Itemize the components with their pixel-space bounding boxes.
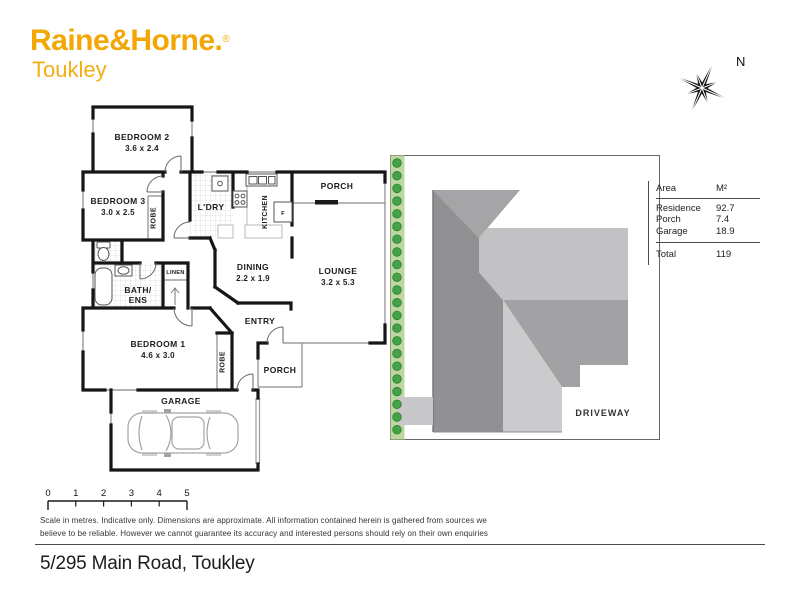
kitchen-counters — [217, 186, 283, 239]
room-label-kitchen: KITCHEN — [262, 195, 269, 229]
brand-text: Raine&Horne. — [30, 24, 223, 57]
unit-col-header: M² — [716, 183, 728, 194]
row-value-garage: 18.9 — [716, 225, 735, 237]
room-dims-bedroom2: 3.6 x 2.4 — [125, 144, 159, 153]
garage-door — [255, 398, 261, 464]
roof — [432, 190, 628, 433]
area-table-header: Area M² — [656, 183, 760, 199]
sliding-door — [315, 200, 338, 205]
fridge-space — [273, 201, 293, 223]
room-label-fridge: F — [281, 211, 285, 217]
room-dims-bedroom1: 4.6 x 3.0 — [141, 351, 175, 360]
laundry-tub-drain-icon — [217, 180, 223, 187]
office-name: Toukley — [32, 57, 107, 82]
scale-tick-2: 2 — [100, 488, 107, 499]
property-address: 5/295 Main Road, Toukley — [40, 553, 255, 574]
windows — [82, 118, 277, 425]
brand-name: Raine&Horne.® — [30, 26, 230, 56]
room-label-bedroom1: BEDROOM 1 — [130, 339, 185, 349]
driveway-label: DRIVEWAY — [575, 408, 630, 418]
area-table-body: Residence 92.7 Porch 7.4 Garage 18.9 — [656, 199, 760, 244]
thin-walls — [147, 172, 386, 390]
kitchen-fixtures — [211, 173, 293, 223]
registered-mark: ® — [222, 34, 230, 45]
divider — [35, 544, 765, 545]
room-label-dining: DINING — [237, 262, 269, 272]
scale-tick-1: 1 — [73, 488, 79, 499]
room-label-linen: LINEN — [166, 270, 184, 276]
room-label-robe3: ROBE — [151, 207, 158, 229]
room-dims-dining: 2.2 x 1.9 — [236, 274, 270, 283]
room-label-bath: BATH/ — [124, 285, 152, 295]
compass-star-icon — [676, 62, 728, 114]
row-label-residence: Residence — [656, 203, 701, 214]
scale-bar: 0 1 2 3 4 5 — [40, 488, 200, 516]
table-row: Garage 18.9 — [656, 226, 760, 237]
compass-rose: N — [676, 54, 745, 114]
basin-icon — [117, 266, 130, 275]
area-table: Area M² Residence 92.7 Porch 7.4 Garage … — [648, 181, 760, 266]
scale-tick-5: 5 — [184, 488, 190, 499]
path — [398, 397, 433, 425]
agency-logo: Raine&Horne.® Toukley — [30, 26, 230, 81]
site-plan: DRIVEWAY — [390, 155, 660, 440]
room-label-bedroom2: BEDROOM 2 — [114, 132, 169, 142]
room-label-lounge: LOUNGE — [319, 266, 358, 276]
disclaimer: Scale in metres. Indicative only. Dimens… — [40, 515, 520, 541]
room-dims-lounge: 3.2 x 5.3 — [321, 278, 355, 287]
stove-icon — [232, 190, 248, 208]
room-label-porch-entry: PORCH — [264, 365, 297, 375]
hedge-shrubs — [392, 158, 402, 435]
bathtub-icon — [94, 267, 113, 306]
room-label-laundry: L'DRY — [198, 202, 225, 212]
total-value: 119 — [716, 249, 732, 261]
scale-tick-3: 3 — [128, 488, 135, 499]
row-value-residence: 92.7 — [716, 203, 735, 214]
bathroom-fixtures — [94, 241, 180, 306]
toilet-bowl-icon — [97, 247, 110, 261]
table-row: Porch 7.4 — [656, 214, 760, 225]
room-label-bedroom3: BEDROOM 3 — [90, 196, 145, 206]
row-label-porch: Porch — [656, 214, 681, 226]
car-icon — [127, 409, 239, 457]
disclaimer-line-2: believe to be reliable. However we canno… — [40, 528, 489, 538]
room-label-porch-top: PORCH — [321, 181, 354, 191]
scale-bar-ruler — [47, 500, 188, 510]
room-label-entry: ENTRY — [245, 316, 276, 326]
compass-north-label: N — [736, 54, 745, 69]
disclaimer-line-1: Scale in metres. Indicative only. Dimens… — [40, 516, 487, 525]
area-col-header: Area — [656, 183, 677, 194]
door-arcs — [139, 155, 284, 391]
room-label-robe1: ROBE — [220, 351, 227, 373]
scale-tick-0: 0 — [45, 488, 51, 499]
row-label-garage: Garage — [656, 225, 688, 237]
row-value-porch: 7.4 — [716, 214, 730, 226]
area-table-total: Total 119 — [656, 243, 760, 260]
table-row: Residence 92.7 — [656, 203, 760, 214]
shower-icon — [170, 287, 180, 305]
room-dims-bedroom3: 3.0 x 2.5 — [101, 208, 135, 217]
room-labels: BEDROOM 2 3.6 x 2.4 BEDROOM 3 3.0 x 2.5 … — [90, 132, 357, 406]
room-label-garage: GARAGE — [161, 396, 201, 406]
scale-tick-4: 4 — [156, 488, 162, 499]
walls — [81, 105, 387, 472]
floor-plan: BEDROOM 2 3.6 x 2.4 BEDROOM 3 3.0 x 2.5 … — [81, 105, 387, 472]
room-label-ens: ENS — [129, 295, 148, 305]
total-label: Total — [656, 249, 677, 261]
